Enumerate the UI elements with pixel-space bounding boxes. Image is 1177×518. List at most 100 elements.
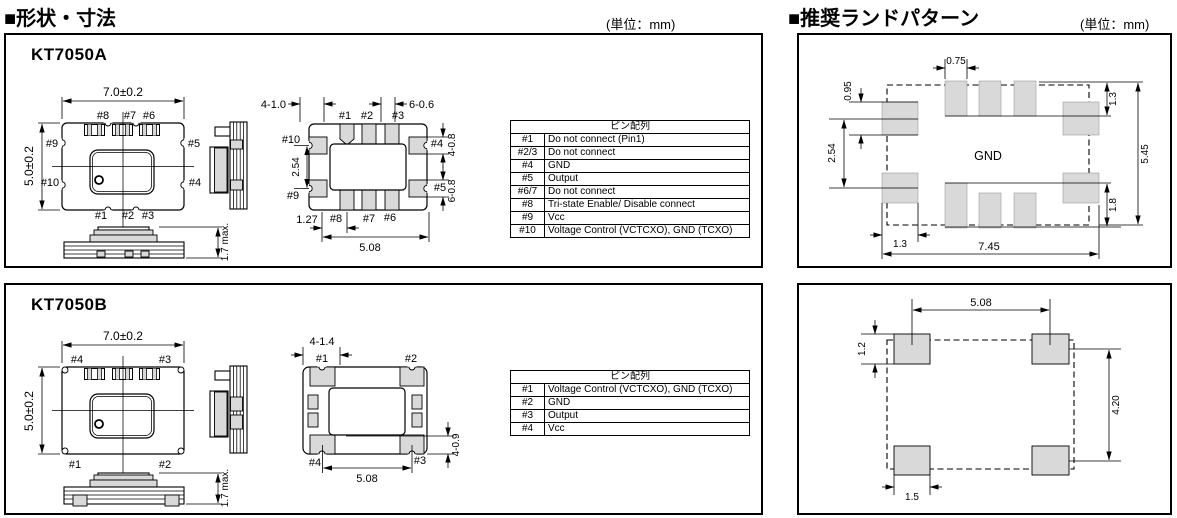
dim-thickness-label: 1.7 max. (220, 469, 231, 507)
dim-pad-right-upper-label: 4-0.8 (447, 133, 458, 156)
extension-lines (829, 81, 1143, 228)
lid-seam-pad (84, 368, 105, 380)
dim-pad-right-lower-label: 6-0.8 (447, 179, 458, 202)
kt7050a-bottom-view: 4-1.0 6-0.6 #1 #2 #3 #10 #9 #4 #5 #8 #7 … (261, 97, 458, 254)
unit-note-right: (単位：mm) (1080, 17, 1150, 32)
section-title-dimensions: ■形状・寸法 (4, 8, 117, 30)
pin-label: #5 (188, 138, 200, 150)
dim-pitch-left-label: 2.54 (827, 143, 838, 163)
kt7050a-top-view: 7.0±0.2 5.0±0.2 #8 #7 (22, 85, 201, 231)
dim-pitch-bottom-label: 1.27 (296, 214, 317, 226)
castellation-foot (164, 494, 180, 507)
dim-pad-height-left-label: 0.95 (843, 81, 854, 101)
pad-1 (339, 123, 355, 146)
pin-label: #4 (71, 354, 83, 366)
land-pattern-a-panel: 0.75 0.95 2.54 1.3 5.45 1.8 1.3 7.45 GND (797, 33, 1172, 268)
pin-label: #1 (339, 110, 351, 122)
pin-label: #8 (97, 110, 109, 122)
dim-pad-height-right-bottom-label: 1.8 (1108, 198, 1119, 212)
pin1-marker (94, 419, 104, 429)
pin-label: #2 (159, 459, 171, 471)
dim-overall-width-label: 7.45 (978, 241, 999, 253)
pin-label: #8 (330, 213, 342, 225)
pin-label: #2 (122, 210, 134, 222)
lid-seam-pad (112, 124, 133, 136)
pin-label: #6 (384, 212, 396, 224)
cavity-outline (329, 143, 407, 191)
dim-pitch-left-label: 2.54 (291, 157, 302, 177)
land-pattern-b-panel: 5.08 1.2 4.20 1.5 (797, 283, 1172, 515)
dim-pad-right-label: 4-0.9 (451, 433, 462, 456)
pin-label: #10 (41, 177, 59, 189)
lid-seam-pad (112, 368, 133, 380)
dim-width-label: 7.0±0.2 (103, 85, 143, 99)
package-outline-dashed (886, 339, 1075, 470)
land-pattern-a-drawing: 0.75 0.95 2.54 1.3 5.45 1.8 1.3 7.45 GND (827, 56, 1151, 259)
kt7050a-model-title: KT7050A (31, 45, 108, 64)
pin-label: #1 (316, 353, 328, 365)
gnd-label: GND (974, 149, 1002, 163)
pin-label: #4 (309, 457, 321, 469)
kt7050b-side-view (209, 365, 248, 454)
pin-label: #2 (361, 110, 373, 122)
dim-castellation-right-label: 6-0.6 (409, 99, 434, 111)
dim-width-label: 7.0±0.2 (103, 329, 143, 343)
dim-castellation-left-label: 4-1.0 (261, 99, 286, 111)
lid-outline (89, 149, 155, 195)
dimensions: 0.75 0.95 2.54 1.3 5.45 1.8 1.3 7.45 (827, 56, 1151, 259)
kt7050a-side-view (209, 121, 248, 210)
dim-castellation-label: 4-1.4 (309, 336, 334, 348)
lid-seam-pad (84, 124, 105, 136)
dim-pad-width-label: 1.5 (905, 492, 919, 503)
lid-outline (89, 393, 155, 439)
pin-label: #4 (431, 138, 443, 150)
kt7050a-front-view: 1.7 max. (63, 223, 231, 261)
kt7050b-top-view: 7.0±0.2 5.0±0.2 #4 #3 #1 #2 (22, 329, 194, 477)
pin-label: #7 (363, 213, 375, 225)
pin-label: #4 (189, 177, 201, 189)
pin-table-title: ピン配列 (511, 371, 749, 384)
kt7050b-panel: KT7050B 7.0±0.2 5.0±0.2 #4 #3 # (4, 283, 763, 515)
dim-pad-width-top-label: 0.75 (946, 56, 966, 67)
pad-6 (384, 188, 400, 211)
kt7050b-drawing: 7.0±0.2 5.0±0.2 #4 #3 #1 #2 (22, 329, 462, 507)
pin-label: #6 (143, 110, 155, 122)
section-title-land-pattern: ■推奨ランドパターン (788, 8, 980, 30)
dim-pad-height-label: 1.2 (857, 342, 868, 356)
dim-overall-height-label: 5.45 (1140, 144, 1151, 164)
cavity-outline (328, 387, 406, 436)
pad-8 (339, 188, 355, 211)
kt7050b-front-view: 1.7 max. (63, 469, 231, 507)
pad-7 (361, 188, 377, 211)
pin-label: #5 (434, 182, 446, 194)
dim-height-label: 5.0±0.2 (22, 391, 36, 431)
pin-label: #1 (69, 459, 81, 471)
kt7050a-panel: KT7050A 7.0±0.2 5.0±0.2 (4, 33, 763, 268)
dim-pitch-x-label: 5.08 (970, 297, 991, 309)
pin-table-title: ピン配列 (511, 121, 749, 134)
castellation-foot (72, 494, 88, 507)
pin1-marker (94, 175, 104, 185)
pin-label: #9 (287, 190, 299, 202)
pin-label: #2 (405, 353, 417, 365)
kt7050a-drawing: 7.0±0.2 5.0±0.2 #8 #7 (22, 85, 458, 261)
dim-thickness-label: 1.7 max. (220, 223, 231, 261)
lid-seam-pad (139, 368, 160, 380)
dim-pad-width-bottom-left-label: 1.3 (893, 239, 907, 250)
land-pattern-b-drawing: 5.08 1.2 4.20 1.5 (857, 297, 1122, 503)
dim-pad-height-right-top-label: 1.3 (1108, 92, 1119, 106)
